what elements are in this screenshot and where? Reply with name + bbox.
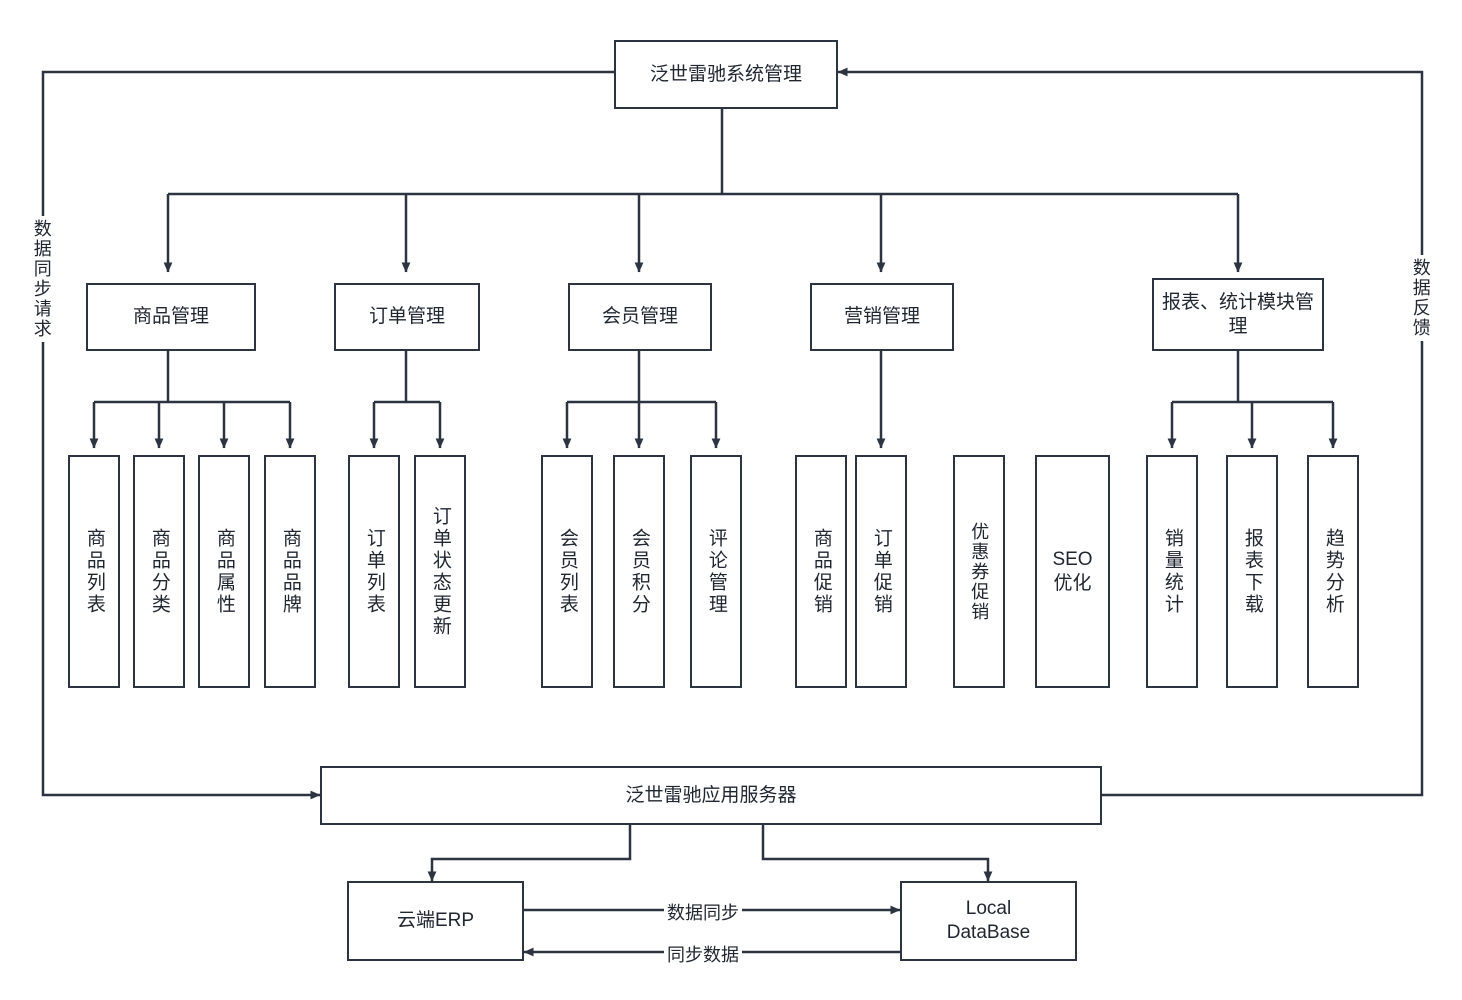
node-goods-brand-label: 商品品牌 [279, 527, 301, 616]
node-marketing-management[interactable]: 营销管理 [810, 283, 954, 351]
node-member-management-label: 会员管理 [601, 306, 678, 328]
node-coupon-promotion-label: 优惠券促销 [969, 521, 990, 622]
node-order-status-update-label: 订单状态更新 [429, 505, 451, 638]
node-cloud-erp-label: 云端ERP [396, 910, 475, 932]
node-comment-management-label: 评论管理 [705, 527, 727, 616]
node-local-database-label: Local DataBase [946, 898, 1031, 943]
node-member-list[interactable]: 会员列表 [541, 455, 593, 688]
edge-label-data-feedback: 数据反馈 [1410, 255, 1431, 341]
node-goods-management-label: 商品管理 [132, 306, 209, 328]
node-goods-list[interactable]: 商品列表 [68, 455, 120, 688]
node-report-download-label: 报表下载 [1241, 527, 1263, 616]
node-trend-analysis-label: 趋势分析 [1322, 527, 1344, 616]
node-member-points[interactable]: 会员积分 [613, 455, 665, 688]
node-system-management-label: 泛世雷驰系统管理 [649, 63, 802, 85]
node-order-list[interactable]: 订单列表 [348, 455, 400, 688]
node-goods-management[interactable]: 商品管理 [86, 283, 256, 351]
node-seo-optimization-label: SEO 优化 [1052, 548, 1093, 594]
node-member-list-label: 会员列表 [556, 527, 578, 616]
node-sales-statistics-label: 销量统计 [1161, 527, 1183, 616]
node-application-server[interactable]: 泛世雷驰应用服务器 [320, 766, 1102, 825]
node-application-server-label: 泛世雷驰应用服务器 [625, 784, 797, 806]
node-order-status-update[interactable]: 订单状态更新 [414, 455, 466, 688]
node-cloud-erp[interactable]: 云端ERP [347, 881, 524, 961]
node-order-promotion[interactable]: 订单促销 [855, 455, 907, 688]
node-goods-promotion-label: 商品促销 [810, 527, 832, 616]
node-seo-optimization[interactable]: SEO 优化 [1035, 455, 1110, 688]
node-order-promotion-label: 订单促销 [870, 527, 892, 616]
edge-label-erp-to-db: 数据同步 [664, 899, 742, 925]
node-local-database[interactable]: Local DataBase [900, 881, 1077, 961]
node-order-list-label: 订单列表 [363, 527, 385, 616]
node-goods-promotion[interactable]: 商品促销 [795, 455, 847, 688]
edge-label-db-to-erp: 同步数据 [664, 941, 742, 967]
node-order-management[interactable]: 订单管理 [334, 283, 480, 351]
node-goods-category[interactable]: 商品分类 [133, 455, 185, 688]
node-goods-brand[interactable]: 商品品牌 [264, 455, 316, 688]
node-goods-attribute-label: 商品属性 [213, 527, 235, 616]
node-comment-management[interactable]: 评论管理 [690, 455, 742, 688]
node-member-points-label: 会员积分 [628, 527, 650, 616]
edge-label-data-sync-request: 数据同步请求 [31, 216, 52, 342]
node-goods-category-label: 商品分类 [148, 527, 170, 616]
node-sales-statistics[interactable]: 销量统计 [1146, 455, 1198, 688]
node-report-statistics-management-label: 报表、统计模块管理 [1161, 291, 1314, 337]
node-system-management[interactable]: 泛世雷驰系统管理 [614, 40, 838, 109]
node-report-download[interactable]: 报表下载 [1226, 455, 1278, 688]
node-member-management[interactable]: 会员管理 [568, 283, 712, 351]
node-report-statistics-management[interactable]: 报表、统计模块管理 [1152, 278, 1324, 351]
node-goods-attribute[interactable]: 商品属性 [198, 455, 250, 688]
node-coupon-promotion[interactable]: 优惠券促销 [953, 455, 1005, 688]
node-order-management-label: 订单管理 [368, 306, 445, 328]
node-goods-list-label: 商品列表 [83, 527, 105, 616]
node-trend-analysis[interactable]: 趋势分析 [1307, 455, 1359, 688]
node-marketing-management-label: 营销管理 [843, 306, 920, 328]
